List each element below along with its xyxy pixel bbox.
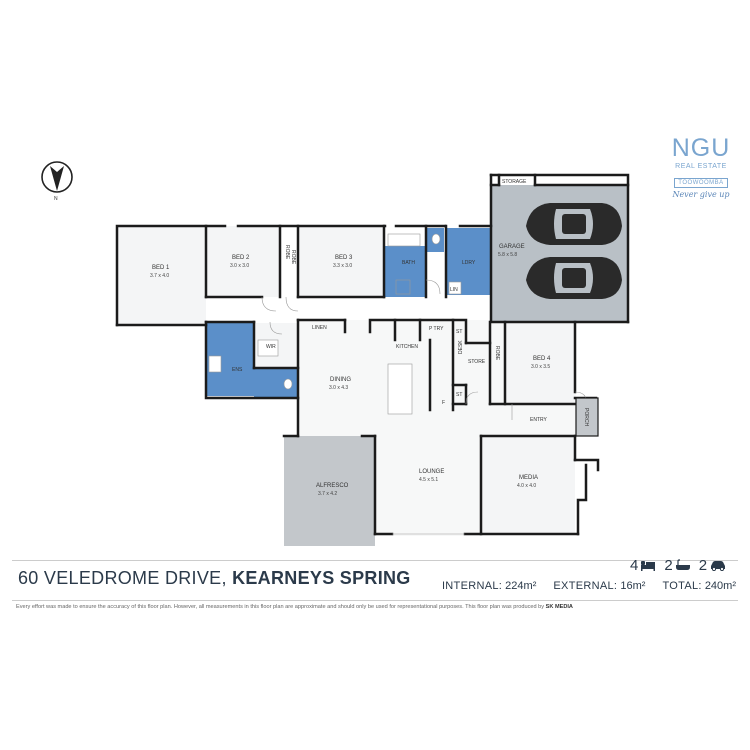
divider-bottom (12, 600, 738, 601)
store-label: STORE (468, 359, 486, 365)
dining-dim: 3.0 x 4.3 (329, 385, 348, 391)
lounge-dim: 4.5 x 5.1 (419, 477, 438, 483)
compass-label: N (54, 196, 58, 202)
alfresco-name: ALFRESCO (316, 483, 349, 489)
bath-label: BATH (402, 260, 415, 266)
kitchen-label: KITCHEN (396, 344, 418, 350)
producer-name: SK MEDIA (545, 604, 573, 610)
external-label: EXTERNAL: (553, 580, 618, 592)
garage-name: GARAGE (499, 244, 525, 250)
total-label: TOTAL: (662, 580, 702, 592)
garage-dim: 5.8 x 5.8 (498, 252, 517, 258)
fixtures (208, 233, 462, 415)
ldry-label: LDRY (462, 260, 476, 266)
st1-label: ST (456, 329, 462, 335)
alfresco-area (284, 436, 375, 546)
address-street: 60 VELEDROME DRIVE, (18, 568, 233, 588)
ptry-label: P TRY (429, 326, 444, 332)
property-features: 4 2 2 (624, 556, 727, 574)
porch-label: PORCH (583, 408, 589, 426)
robe2-label: ROBE (290, 250, 296, 265)
bed3-name: BED 3 (335, 255, 353, 261)
cars-count: 2 (698, 556, 708, 574)
bed-icon (641, 561, 656, 571)
area-summary: INTERNAL: 224m² EXTERNAL: 16m² TOTAL: 24… (442, 580, 736, 592)
bed4-name: BED 4 (533, 356, 551, 362)
bed2-dim: 3.0 x 3.0 (230, 263, 249, 269)
lin-label: LIN (450, 287, 458, 293)
storage-label: STORAGE (502, 179, 527, 185)
media-dim: 4.0 x 4.0 (517, 483, 536, 489)
robe1-label: ROBE (284, 245, 290, 260)
baths-count: 2 (664, 556, 673, 574)
entry-label: ENTRY (530, 417, 548, 423)
fridge-label: F (442, 400, 445, 406)
external-value: 16m² (620, 580, 646, 592)
car-outline-icons (526, 203, 622, 299)
media-name: MEDIA (519, 475, 538, 481)
bed4-dim: 3.0 x 3.5 (531, 364, 550, 370)
brand-line2: TOOWOOMBA (674, 178, 728, 188)
disclaimer: Every effort was made to ensure the accu… (16, 604, 746, 610)
address-title: 60 VELEDROME DRIVE, KEARNEYS SPRING (18, 568, 411, 589)
lounge-name: LOUNGE (419, 469, 444, 475)
total-value: 240m² (704, 580, 736, 592)
internal-label: INTERNAL: (441, 580, 503, 592)
wir-label: WIR (266, 344, 276, 350)
brand-tagline: Never give up (672, 190, 730, 199)
door-swings (261, 279, 588, 535)
divider-top (12, 560, 738, 561)
ens-label: ENS (232, 367, 243, 373)
bath-icon (675, 559, 690, 570)
st2-label: ST (456, 392, 462, 398)
address-suburb: KEARNEYS SPRING (232, 568, 411, 588)
dining-name: DINING (330, 377, 351, 383)
bed3-dim: 3.3 x 3.0 (333, 263, 352, 269)
desk-label: DESK (458, 340, 464, 354)
internal-value: 224m² (505, 580, 537, 592)
alfresco-dim: 3.7 x 4.2 (318, 491, 337, 497)
porch-area (575, 397, 599, 437)
bed1-name: BED 1 (152, 265, 170, 271)
beds-count: 4 (630, 556, 639, 574)
bed1-dim: 3.7 x 4.0 (150, 273, 169, 279)
disclaimer-text: Every effort was made to ensure the accu… (16, 604, 546, 610)
brand-logo: NGU REAL ESTATE TOOWOOMBA Never give up (665, 134, 737, 199)
north-arrow-icon: N (41, 161, 73, 202)
bed2-name: BED 2 (232, 255, 250, 261)
floor-plan: N (41, 161, 630, 546)
brand-name: NGU (671, 134, 731, 162)
brand-line1: REAL ESTATE (675, 163, 727, 170)
linen-label: LINEN (312, 325, 327, 331)
robe3-label: ROBE (494, 346, 500, 361)
car-icon (711, 561, 726, 571)
